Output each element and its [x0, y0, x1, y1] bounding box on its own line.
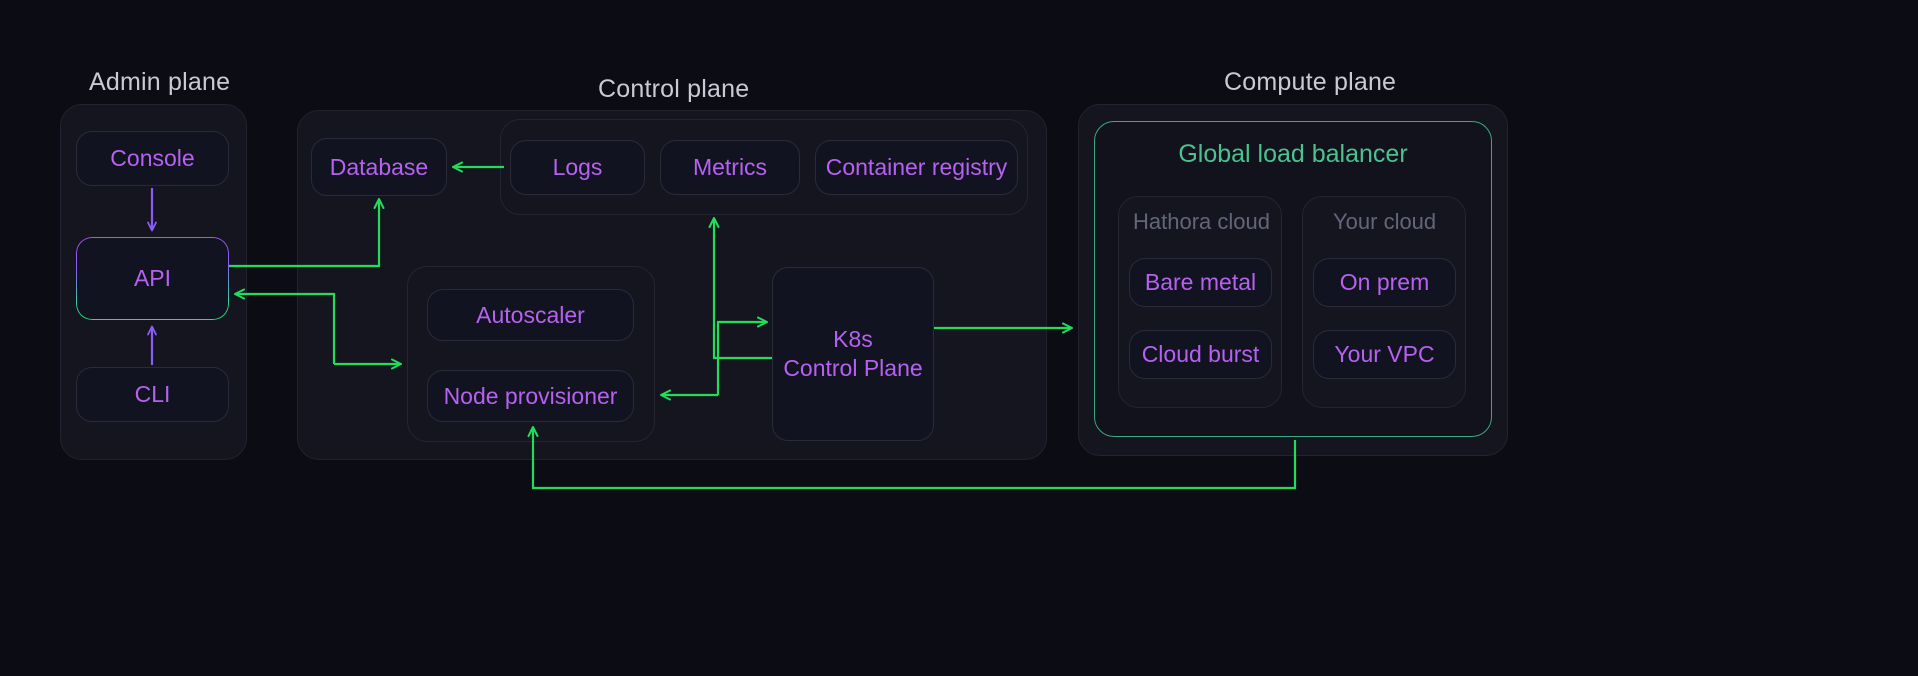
- node-node-provisioner[interactable]: Node provisioner: [427, 370, 634, 422]
- node-container-registry[interactable]: Container registry: [815, 140, 1018, 195]
- k8s-label-line2: Control Plane: [783, 355, 923, 381]
- node-bare-metal[interactable]: Bare metal: [1129, 258, 1272, 307]
- group-hathora-cloud-label: Hathora cloud: [1133, 209, 1270, 234]
- node-autoscaler[interactable]: Autoscaler: [427, 289, 634, 341]
- k8s-label-line1: K8s: [833, 326, 873, 353]
- group-your-cloud-label: Your cloud: [1333, 209, 1437, 234]
- admin-plane-title: Admin plane: [89, 68, 231, 96]
- node-on-prem[interactable]: On prem: [1313, 258, 1456, 307]
- node-database[interactable]: Database: [311, 138, 447, 196]
- node-logs[interactable]: Logs: [510, 140, 645, 195]
- control-plane-title: Control plane: [598, 75, 750, 103]
- node-your-vpc[interactable]: Your VPC: [1313, 330, 1456, 379]
- node-cli[interactable]: CLI: [76, 367, 229, 422]
- node-metrics[interactable]: Metrics: [660, 140, 800, 195]
- node-k8s-control-plane[interactable]: K8s Control Plane: [772, 267, 934, 441]
- global-load-balancer-title: Global load balancer: [1178, 140, 1408, 168]
- node-console[interactable]: Console: [76, 131, 229, 186]
- node-api-label: API: [133, 265, 172, 291]
- node-cloud-burst[interactable]: Cloud burst: [1129, 330, 1272, 379]
- compute-plane-title: Compute plane: [1224, 68, 1397, 96]
- node-api[interactable]: API: [76, 237, 229, 320]
